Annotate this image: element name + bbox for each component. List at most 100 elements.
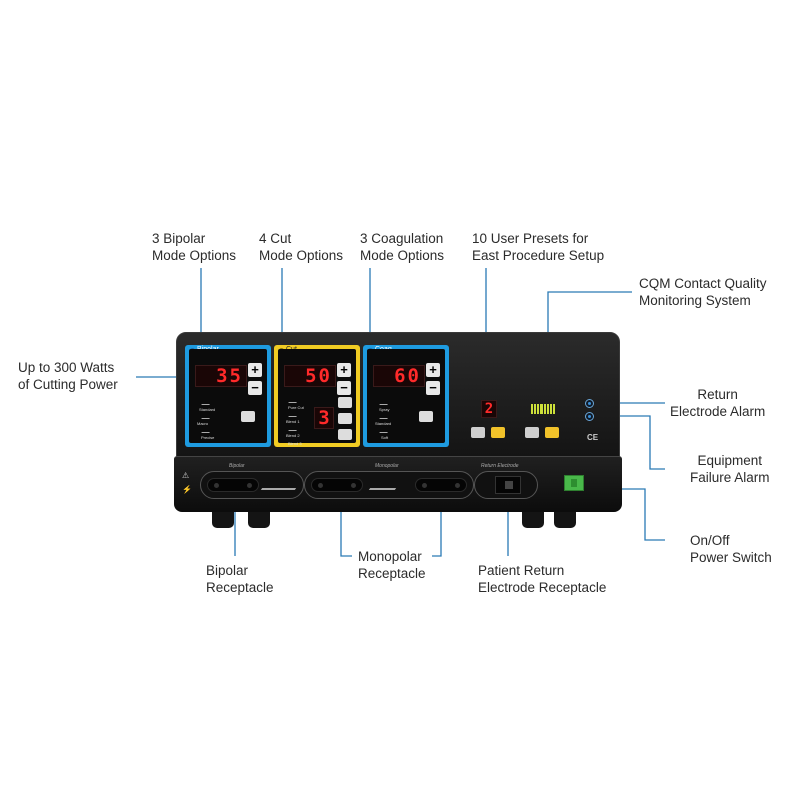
callout-line: Receptacle (206, 580, 274, 595)
standard-coag-icon (379, 413, 391, 419)
bipolar-probe-icon (260, 478, 304, 490)
callout-line: East Procedure Setup (472, 248, 605, 263)
bipolar-mode-label: Macro (197, 421, 209, 426)
callout-line: Bipolar (206, 563, 249, 578)
warning-icon: ⚠ (182, 471, 190, 480)
bipolar-increase-button[interactable]: + (248, 363, 262, 377)
cut-increase-button[interactable]: + (337, 363, 351, 377)
callout-cut-modes: 4 Cut Mode Options (259, 230, 343, 264)
equipment-failure-alarm-icon (585, 412, 594, 421)
bipolar-panel: Bipolar 35 + − Standard Macro Precise (185, 345, 271, 447)
coag-increase-button[interactable]: + (426, 363, 440, 377)
monopolar-receptacle-label: Monopolar (375, 463, 399, 469)
device-front-panel: Bipolar 35 + − Standard Macro Precise Cu… (176, 332, 620, 458)
monopolar-receptacle: Monopolar (304, 463, 474, 499)
device-foot (554, 512, 576, 528)
callout-cqm: CQM Contact Quality Monitoring System (639, 275, 767, 309)
spray-icon (379, 399, 391, 405)
monopolar-socket-2[interactable] (415, 478, 467, 492)
cut-mode-up-button[interactable] (338, 397, 352, 408)
bipolar-standard-icon (201, 399, 213, 405)
callout-line: CQM Contact Quality (639, 276, 767, 291)
ce-mark: CE (587, 433, 599, 442)
preset-cqm-area: 2 CE (447, 345, 607, 447)
power-switch[interactable] (564, 475, 584, 491)
callout-bipolar-receptacle: Bipolar Receptacle (206, 562, 274, 596)
callout-line: 3 Coagulation (360, 231, 444, 246)
cut-mode-label: Pure Cut (288, 405, 304, 410)
device-foot (522, 512, 544, 528)
bipolar-macro-icon (201, 413, 213, 419)
return-electrode-label: Return Electrode (481, 463, 519, 469)
cut-power-display: 50 (284, 365, 336, 387)
device-receptacle-strip: ⚠ ⚡ Bipolar Monopolar Return Electrode (174, 456, 622, 512)
callout-line: 10 User Presets for (472, 231, 589, 246)
coag-mode-label: Soft (381, 435, 389, 440)
bipolar-receptacle-label: Bipolar (229, 463, 245, 469)
blend-level-display: 3 (314, 407, 334, 429)
blend-2-icon (288, 425, 300, 431)
callout-line: 3 Bipolar (152, 231, 206, 246)
callout-bipolar-modes: 3 Bipolar Mode Options (152, 230, 236, 264)
preset-recall-button[interactable] (471, 427, 485, 438)
pure-cut-icon (288, 397, 300, 403)
bipolar-mode-select-button[interactable] (241, 411, 255, 422)
callout-on-off: On/Off Power Switch (690, 532, 772, 566)
monopolar-socket-1[interactable] (311, 478, 363, 492)
callout-line: Monitoring System (639, 293, 751, 308)
callout-line: Electrode Receptacle (478, 580, 607, 595)
coag-mode-label: Standard (375, 421, 392, 426)
preset-select-button[interactable] (491, 427, 505, 438)
device-foot (212, 512, 234, 528)
bipolar-socket[interactable] (207, 478, 259, 492)
callout-line: Power Switch (690, 550, 772, 565)
bipolar-mode-label: Standard (199, 407, 216, 412)
coag-decrease-button[interactable]: − (426, 381, 440, 395)
preset-number-display: 2 (481, 400, 497, 418)
callout-line: Mode Options (360, 248, 445, 263)
cqm-indicator-bar (531, 404, 555, 414)
callout-line: Failure Alarm (690, 470, 770, 485)
return-electrode-receptacle: Return Electrode (474, 463, 538, 499)
bipolar-decrease-button[interactable]: − (248, 381, 262, 395)
cut-decrease-button[interactable]: − (337, 381, 351, 395)
bipolar-power-display: 35 (195, 365, 247, 387)
coag-panel: Coag 60 + − Spray Standard Soft (363, 345, 449, 447)
electrical-hazard-icon: ⚡ (182, 485, 192, 494)
callout-line: of Cutting Power (18, 377, 118, 392)
electrosurgical-unit: Bipolar 35 + − Standard Macro Precise Cu… (174, 332, 622, 512)
callout-monopolar-receptacle: Monopolar Receptacle (358, 548, 426, 582)
monopolar-probe-icon (368, 478, 404, 490)
cut-mode-label: Blend 3 (288, 441, 302, 446)
coag-mode-label: Spray (379, 407, 390, 412)
callout-line: Monopolar (358, 549, 422, 564)
bipolar-precise-icon (201, 427, 213, 433)
callout-line: Up to 300 Watts (18, 360, 115, 375)
callout-power: Up to 300 Watts of Cutting Power (18, 359, 118, 393)
callout-line: Patient Return (478, 563, 565, 578)
cut-mode-down-button[interactable] (338, 429, 352, 440)
cut-mode-label: Blend 2 (286, 433, 300, 438)
callout-coag-modes: 3 Coagulation Mode Options (360, 230, 444, 264)
callout-equipment-alarm: Equipment Failure Alarm (690, 452, 770, 486)
callout-line: Return (697, 387, 738, 402)
coag-mode-select-button[interactable] (419, 411, 433, 422)
preset-save-button[interactable] (525, 427, 539, 438)
blend-1-icon (288, 411, 300, 417)
bipolar-mode-label: Precise (201, 435, 215, 440)
callout-line: Equipment (697, 453, 763, 468)
device-foot (248, 512, 270, 528)
soft-coag-icon (379, 427, 391, 433)
callout-line: 4 Cut (259, 231, 292, 246)
callout-line: Electrode Alarm (670, 404, 766, 419)
callout-return-alarm: Return Electrode Alarm (670, 386, 765, 420)
cut-mode-label: Blend 1 (286, 419, 300, 424)
callout-line: Receptacle (358, 566, 426, 581)
return-electrode-socket[interactable] (495, 476, 521, 494)
coag-power-display: 60 (373, 365, 425, 387)
callout-presets: 10 User Presets for East Procedure Setup (472, 230, 604, 264)
cut-mode-select-button[interactable] (338, 413, 352, 424)
callout-line: Mode Options (152, 248, 237, 263)
preset-confirm-button[interactable] (545, 427, 559, 438)
cut-panel: Cut 50 + − Pure Cut Blend 1 Blend 2 Blen… (274, 345, 360, 447)
